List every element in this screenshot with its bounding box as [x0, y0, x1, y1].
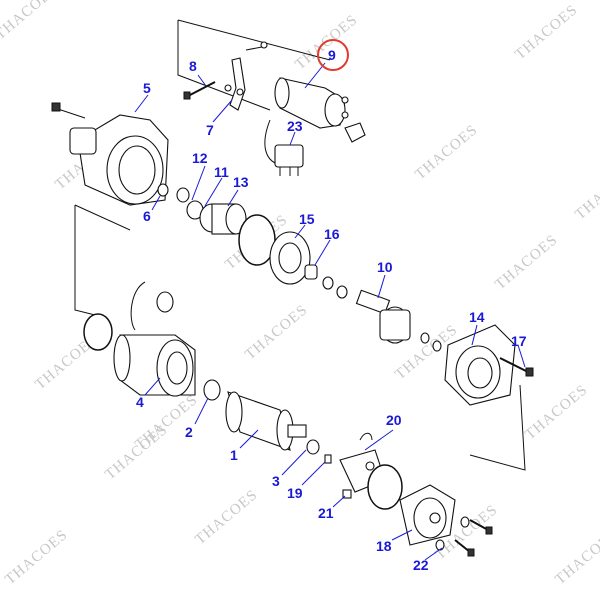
label-part-11[interactable]: 11	[214, 164, 229, 180]
part-ring	[176, 187, 190, 203]
watermark: THACOES	[512, 2, 581, 63]
label-part-19[interactable]: 19	[287, 485, 303, 501]
part-yoke-field	[83, 281, 196, 397]
part-drive-plate-inner	[278, 242, 302, 274]
label-part-20[interactable]: 20	[386, 412, 402, 428]
label-part-21[interactable]: 21	[318, 505, 334, 521]
label-part-22[interactable]: 22	[413, 557, 429, 573]
label-part-13[interactable]: 13	[233, 174, 249, 190]
part-pinion-clutch	[199, 203, 247, 235]
watermark: THACOES	[102, 422, 171, 483]
part-lever-bolt	[183, 81, 216, 100]
label-part-6[interactable]: 6	[143, 208, 151, 224]
part-armature-bearing	[203, 379, 221, 401]
label-part-7[interactable]: 7	[206, 122, 214, 138]
part-bearing	[304, 264, 318, 280]
part-washer	[336, 285, 348, 299]
part-rear-cover	[399, 484, 456, 546]
watermark: THACOES	[552, 527, 600, 588]
watermark: THACOES	[492, 232, 561, 293]
part-armature	[225, 391, 307, 451]
label-part-15[interactable]: 15	[299, 211, 315, 227]
part-wiring-connector	[264, 119, 304, 176]
watermark: THACOES	[412, 122, 481, 183]
watermark: THACOES	[522, 382, 591, 443]
watermark: THACOES	[2, 527, 71, 588]
label-part-1[interactable]: 1	[230, 447, 238, 463]
part-brush	[342, 489, 352, 499]
watermark: THACOES	[572, 162, 600, 223]
watermark: THACOES	[0, 0, 61, 43]
part-washer	[432, 340, 442, 352]
watermark: THACOES	[192, 487, 261, 548]
watermark: THACOES	[242, 302, 311, 363]
label-part-18[interactable]: 18	[376, 538, 392, 554]
part-shift-lever	[224, 41, 268, 111]
label-part-12[interactable]: 12	[192, 150, 208, 166]
label-part-2[interactable]: 2	[185, 424, 193, 440]
part-solenoid-switch	[274, 77, 366, 143]
leader-lines	[134, 62, 526, 561]
label-part-3[interactable]: 3	[272, 473, 280, 489]
highlight-circle	[317, 39, 349, 71]
part-washer	[420, 332, 430, 344]
label-part-8[interactable]: 8	[189, 58, 197, 74]
label-part-23[interactable]: 23	[287, 118, 303, 134]
part-bushing	[157, 183, 169, 197]
part-washer	[435, 539, 445, 551]
label-part-4[interactable]: 4	[136, 394, 144, 410]
part-brush-o-ring	[367, 464, 403, 510]
part-planetary-shaft	[355, 289, 411, 344]
label-part-14[interactable]: 14	[469, 309, 485, 325]
part-washer	[460, 516, 470, 528]
part-cover-screw	[469, 519, 493, 535]
part-rear-bearing	[306, 439, 320, 455]
label-part-16[interactable]: 16	[324, 226, 340, 242]
label-part-10[interactable]: 10	[377, 259, 393, 275]
label-part-9[interactable]: 9	[328, 47, 336, 63]
label-part-5[interactable]: 5	[143, 80, 151, 96]
part-drive-housing	[51, 102, 169, 206]
part-brush-spring	[324, 454, 332, 464]
part-through-bolt	[499, 357, 534, 377]
part-gear-housing	[444, 324, 516, 406]
label-part-17[interactable]: 17	[511, 333, 527, 349]
part-cover-screw	[454, 539, 475, 557]
part-labels: 1 2 3 4 5 6 7 8 9 10 11 12 13 14 15 16 1…	[136, 47, 527, 573]
part-washer	[322, 276, 334, 290]
